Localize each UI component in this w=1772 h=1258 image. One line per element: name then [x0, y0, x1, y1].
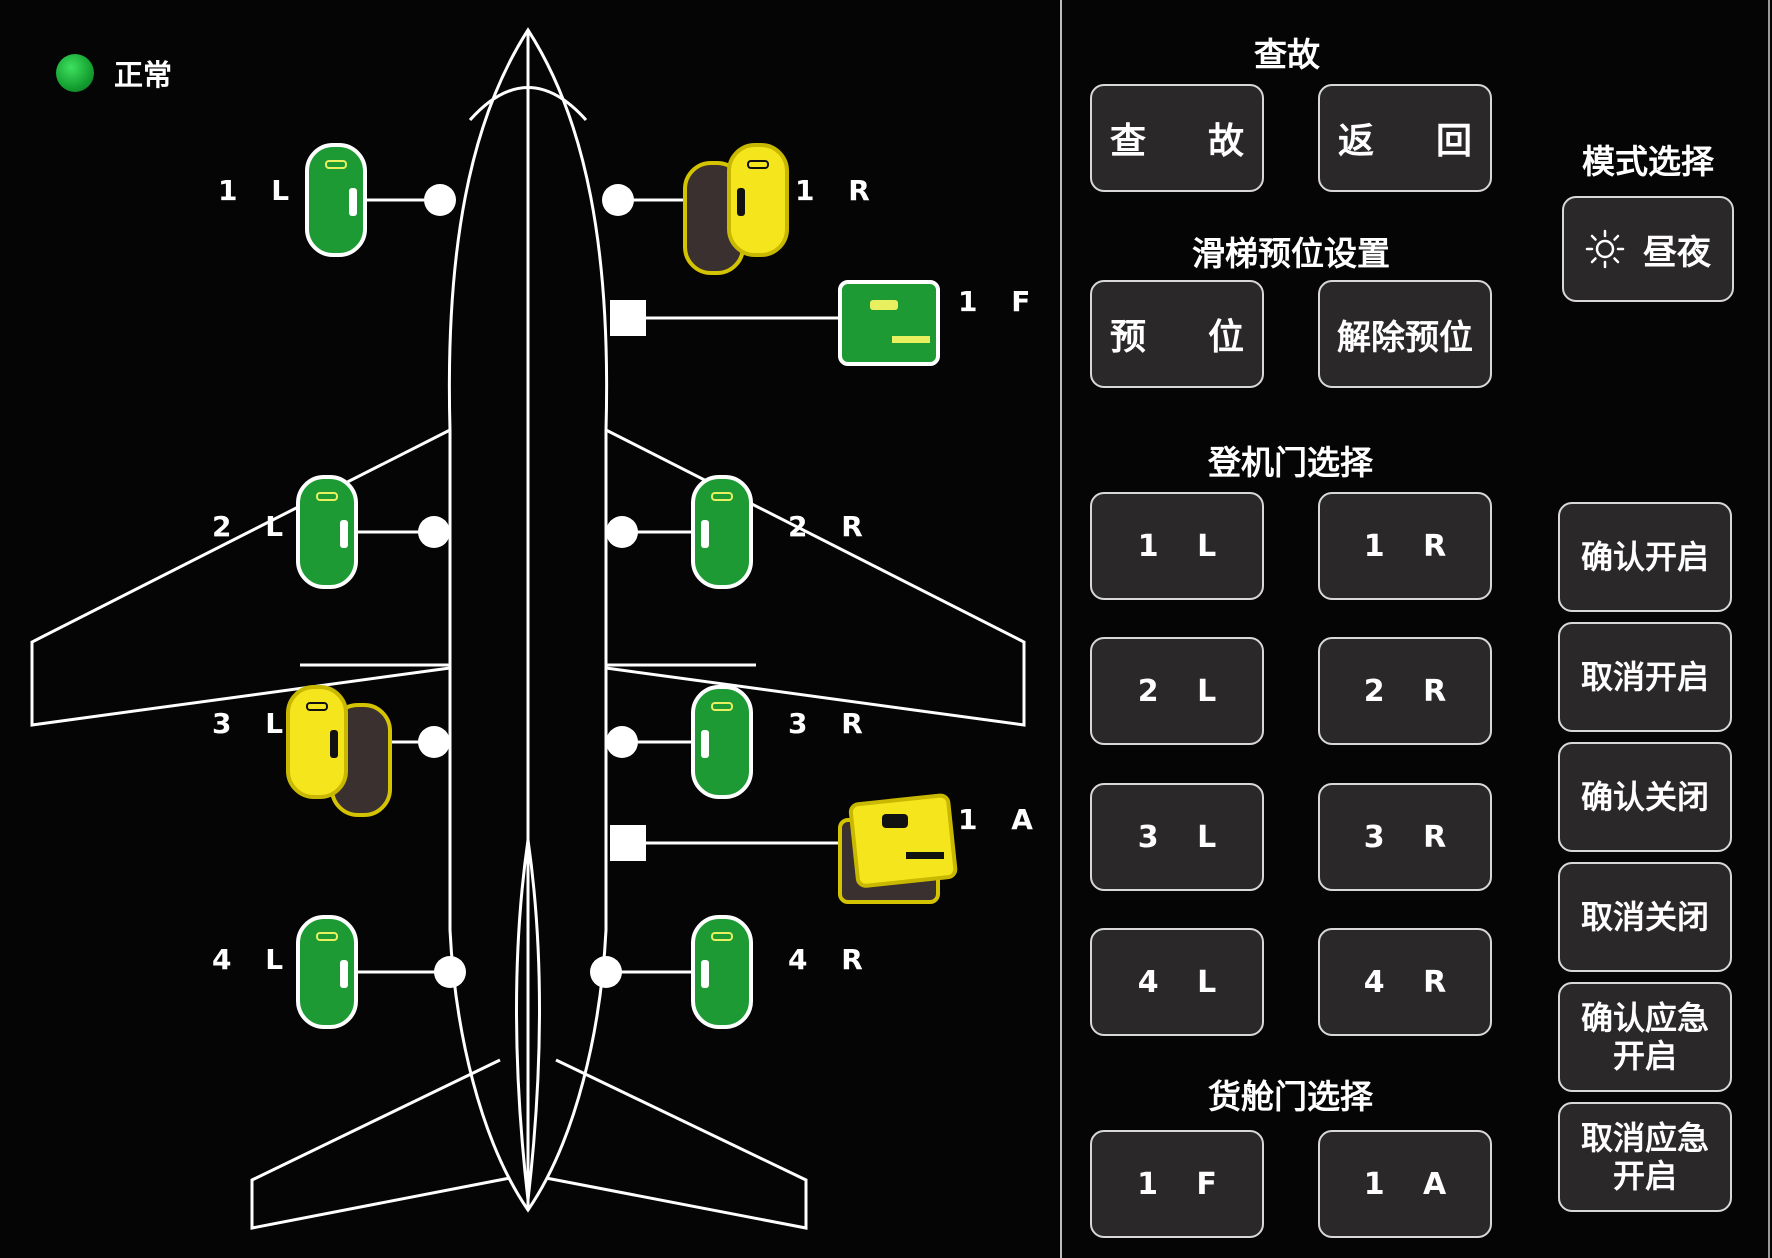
door-4r — [590, 915, 753, 1029]
door-2r — [606, 475, 753, 589]
door-3l — [286, 685, 450, 817]
door-label-1r: 1 R — [795, 174, 882, 207]
door-hinge — [602, 184, 634, 216]
door-panel — [296, 915, 358, 1029]
check-fault-label-a: 查 — [1110, 121, 1147, 162]
door-label-2r: 2 R — [788, 510, 875, 543]
door-hinge — [434, 956, 466, 988]
check-fault-label-b: 故 — [1207, 121, 1244, 162]
cancel-emergency-open-button[interactable]: 取消应急 开启 — [1558, 1102, 1732, 1212]
panel-edge — [1768, 0, 1770, 1258]
door-panel — [286, 685, 348, 799]
door-1l — [305, 143, 456, 257]
door-hinge — [606, 726, 638, 758]
door-indicators — [286, 143, 958, 1029]
door-label-1f: 1 F — [958, 285, 1043, 318]
disarm-label: 解除预位 — [1337, 317, 1473, 358]
boarding-door-2r-button[interactable]: 2 R — [1318, 637, 1492, 745]
sun-icon — [1585, 229, 1625, 269]
cancel-emergency-line1: 取消应急 — [1580, 1119, 1709, 1157]
door-label-3l: 3 L — [212, 707, 296, 740]
confirm-emergency-line1: 确认应急 — [1580, 999, 1709, 1037]
door-hinge — [606, 516, 638, 548]
door-panel — [305, 143, 367, 257]
panel-divider — [1060, 0, 1062, 1258]
boarding-door-4r-button[interactable]: 4 R — [1318, 928, 1492, 1036]
boarding-door-4l-button[interactable]: 4 L — [1090, 928, 1264, 1036]
door-4l — [296, 915, 466, 1029]
cargo-port — [610, 825, 646, 861]
door-panel — [691, 685, 753, 799]
door-hinge — [424, 184, 456, 216]
door-hinge — [418, 726, 450, 758]
door-1a — [610, 793, 958, 904]
boarding-door-3r-button[interactable]: 3 R — [1318, 783, 1492, 891]
door-label-4r: 4 R — [788, 943, 875, 976]
boarding-door-1r-button[interactable]: 1 R — [1318, 492, 1492, 600]
confirm-open-button[interactable]: 确认开启 — [1558, 502, 1732, 612]
arm-slide-button[interactable]: 预 位 — [1090, 280, 1264, 388]
mode-section-title: 模式选择 — [1582, 142, 1714, 181]
back-label-a: 返 — [1338, 121, 1375, 162]
fault-section-title: 查故 — [1254, 35, 1320, 74]
door-label-4l: 4 L — [212, 943, 296, 976]
day-night-label: 昼夜 — [1643, 232, 1711, 273]
normal-status-dot — [56, 54, 94, 92]
door-1r — [602, 143, 789, 275]
confirm-close-button[interactable]: 确认关闭 — [1558, 742, 1732, 852]
door-panel — [838, 280, 940, 366]
door-panel — [296, 475, 358, 589]
door-hinge — [418, 516, 450, 548]
door-panel — [691, 475, 753, 589]
cargo-section-title: 货舱门选择 — [1208, 1077, 1373, 1116]
arm-label-a: 预 — [1110, 317, 1147, 358]
cancel-open-button[interactable]: 取消开启 — [1558, 622, 1732, 732]
legend-label: 正常 — [114, 58, 173, 92]
door-2l — [296, 475, 450, 589]
aircraft-diagram — [30, 27, 1026, 1230]
status-legend: 正常 — [56, 52, 172, 94]
door-1f — [610, 280, 940, 366]
arm-label-b: 位 — [1207, 317, 1244, 358]
confirm-emergency-open-button[interactable]: 确认应急 开启 — [1558, 982, 1732, 1092]
slide-section-title: 滑梯预位设置 — [1192, 234, 1390, 273]
door-label-1l: 1 L — [218, 174, 302, 207]
boarding-section-title: 登机门选择 — [1208, 443, 1373, 482]
cancel-emergency-line2: 开启 — [1612, 1157, 1677, 1195]
confirm-emergency-line2: 开启 — [1612, 1037, 1677, 1075]
fuselage-outline — [30, 27, 1026, 1230]
cargo-door-1f-button[interactable]: 1 F — [1090, 1130, 1264, 1238]
disarm-slide-button[interactable]: 解除预位 — [1318, 280, 1492, 388]
boarding-door-3l-button[interactable]: 3 L — [1090, 783, 1264, 891]
cancel-close-button[interactable]: 取消关闭 — [1558, 862, 1732, 972]
door-label-2l: 2 L — [212, 510, 296, 543]
back-button[interactable]: 返 回 — [1318, 84, 1492, 192]
cargo-door-1a-button[interactable]: 1 A — [1318, 1130, 1492, 1238]
back-label-b: 回 — [1435, 121, 1472, 162]
door-label-1a: 1 A — [958, 803, 1045, 836]
check-fault-button[interactable]: 查 故 — [1090, 84, 1264, 192]
boarding-door-2l-button[interactable]: 2 L — [1090, 637, 1264, 745]
door-panel — [727, 143, 789, 257]
door-panel — [848, 793, 958, 888]
door-hinge — [590, 956, 622, 988]
door-label-3r: 3 R — [788, 707, 875, 740]
day-night-button[interactable]: 昼夜 — [1562, 196, 1734, 302]
cargo-port — [610, 300, 646, 336]
door-3r — [606, 685, 753, 799]
boarding-door-1l-button[interactable]: 1 L — [1090, 492, 1264, 600]
door-panel — [691, 915, 753, 1029]
